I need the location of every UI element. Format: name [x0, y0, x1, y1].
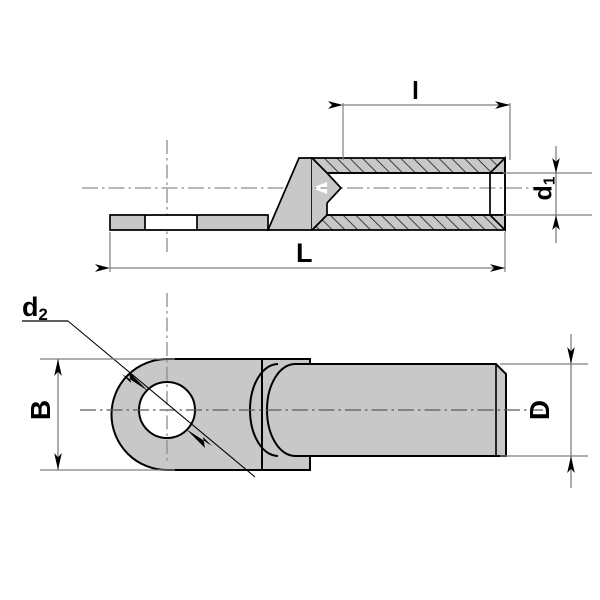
dim-label-L: L [296, 240, 313, 267]
barrel-wall-upper-section [309, 157, 506, 174]
barrel-seat-lower-line [311, 214, 328, 231]
dim-label-d2: d2 [22, 292, 48, 324]
dim-label-l-text: l [412, 77, 419, 105]
barrel-seat-upper-line [311, 157, 328, 174]
dim-label-L-text: L [296, 238, 313, 268]
tongue-bolt-hole-gap [145, 216, 197, 229]
dim-d2-arrow-upper [122, 372, 148, 391]
barrel-wall-lower-section [309, 214, 506, 231]
dim-d2-arrow-lower [186, 429, 212, 448]
barrel-bore-seat [312, 158, 327, 230]
dim-d1-arrow-upper [552, 158, 560, 173]
dim-label-d2-sub: 2 [38, 304, 48, 324]
dim-label-B-text: B [25, 399, 56, 421]
dim-label-d1-sub: 1 [541, 176, 559, 186]
dim-label-D: D [524, 390, 555, 430]
dim-label-d2-main: d [22, 292, 39, 322]
dim-D-arrow-upper [567, 347, 575, 364]
dim-B-arrow-upper [54, 359, 62, 376]
dim-d1-arrow-lower [552, 215, 560, 230]
dim-label-l: l [412, 79, 419, 104]
dim-d2-leader-line [67, 320, 256, 478]
dim-label-d1-main: d [529, 185, 558, 201]
transition-taper [266, 157, 313, 231]
plan-view [22, 293, 588, 488]
dim-label-B: B [25, 390, 56, 430]
dim-label-D-text: D [524, 399, 555, 421]
dim-D-arrow-lower [567, 456, 575, 473]
dim-B-arrow-lower [54, 453, 62, 470]
barrel-seat-vee [326, 172, 343, 204]
side-section-view [82, 101, 592, 272]
dim-label-d1: d1 [529, 169, 559, 209]
